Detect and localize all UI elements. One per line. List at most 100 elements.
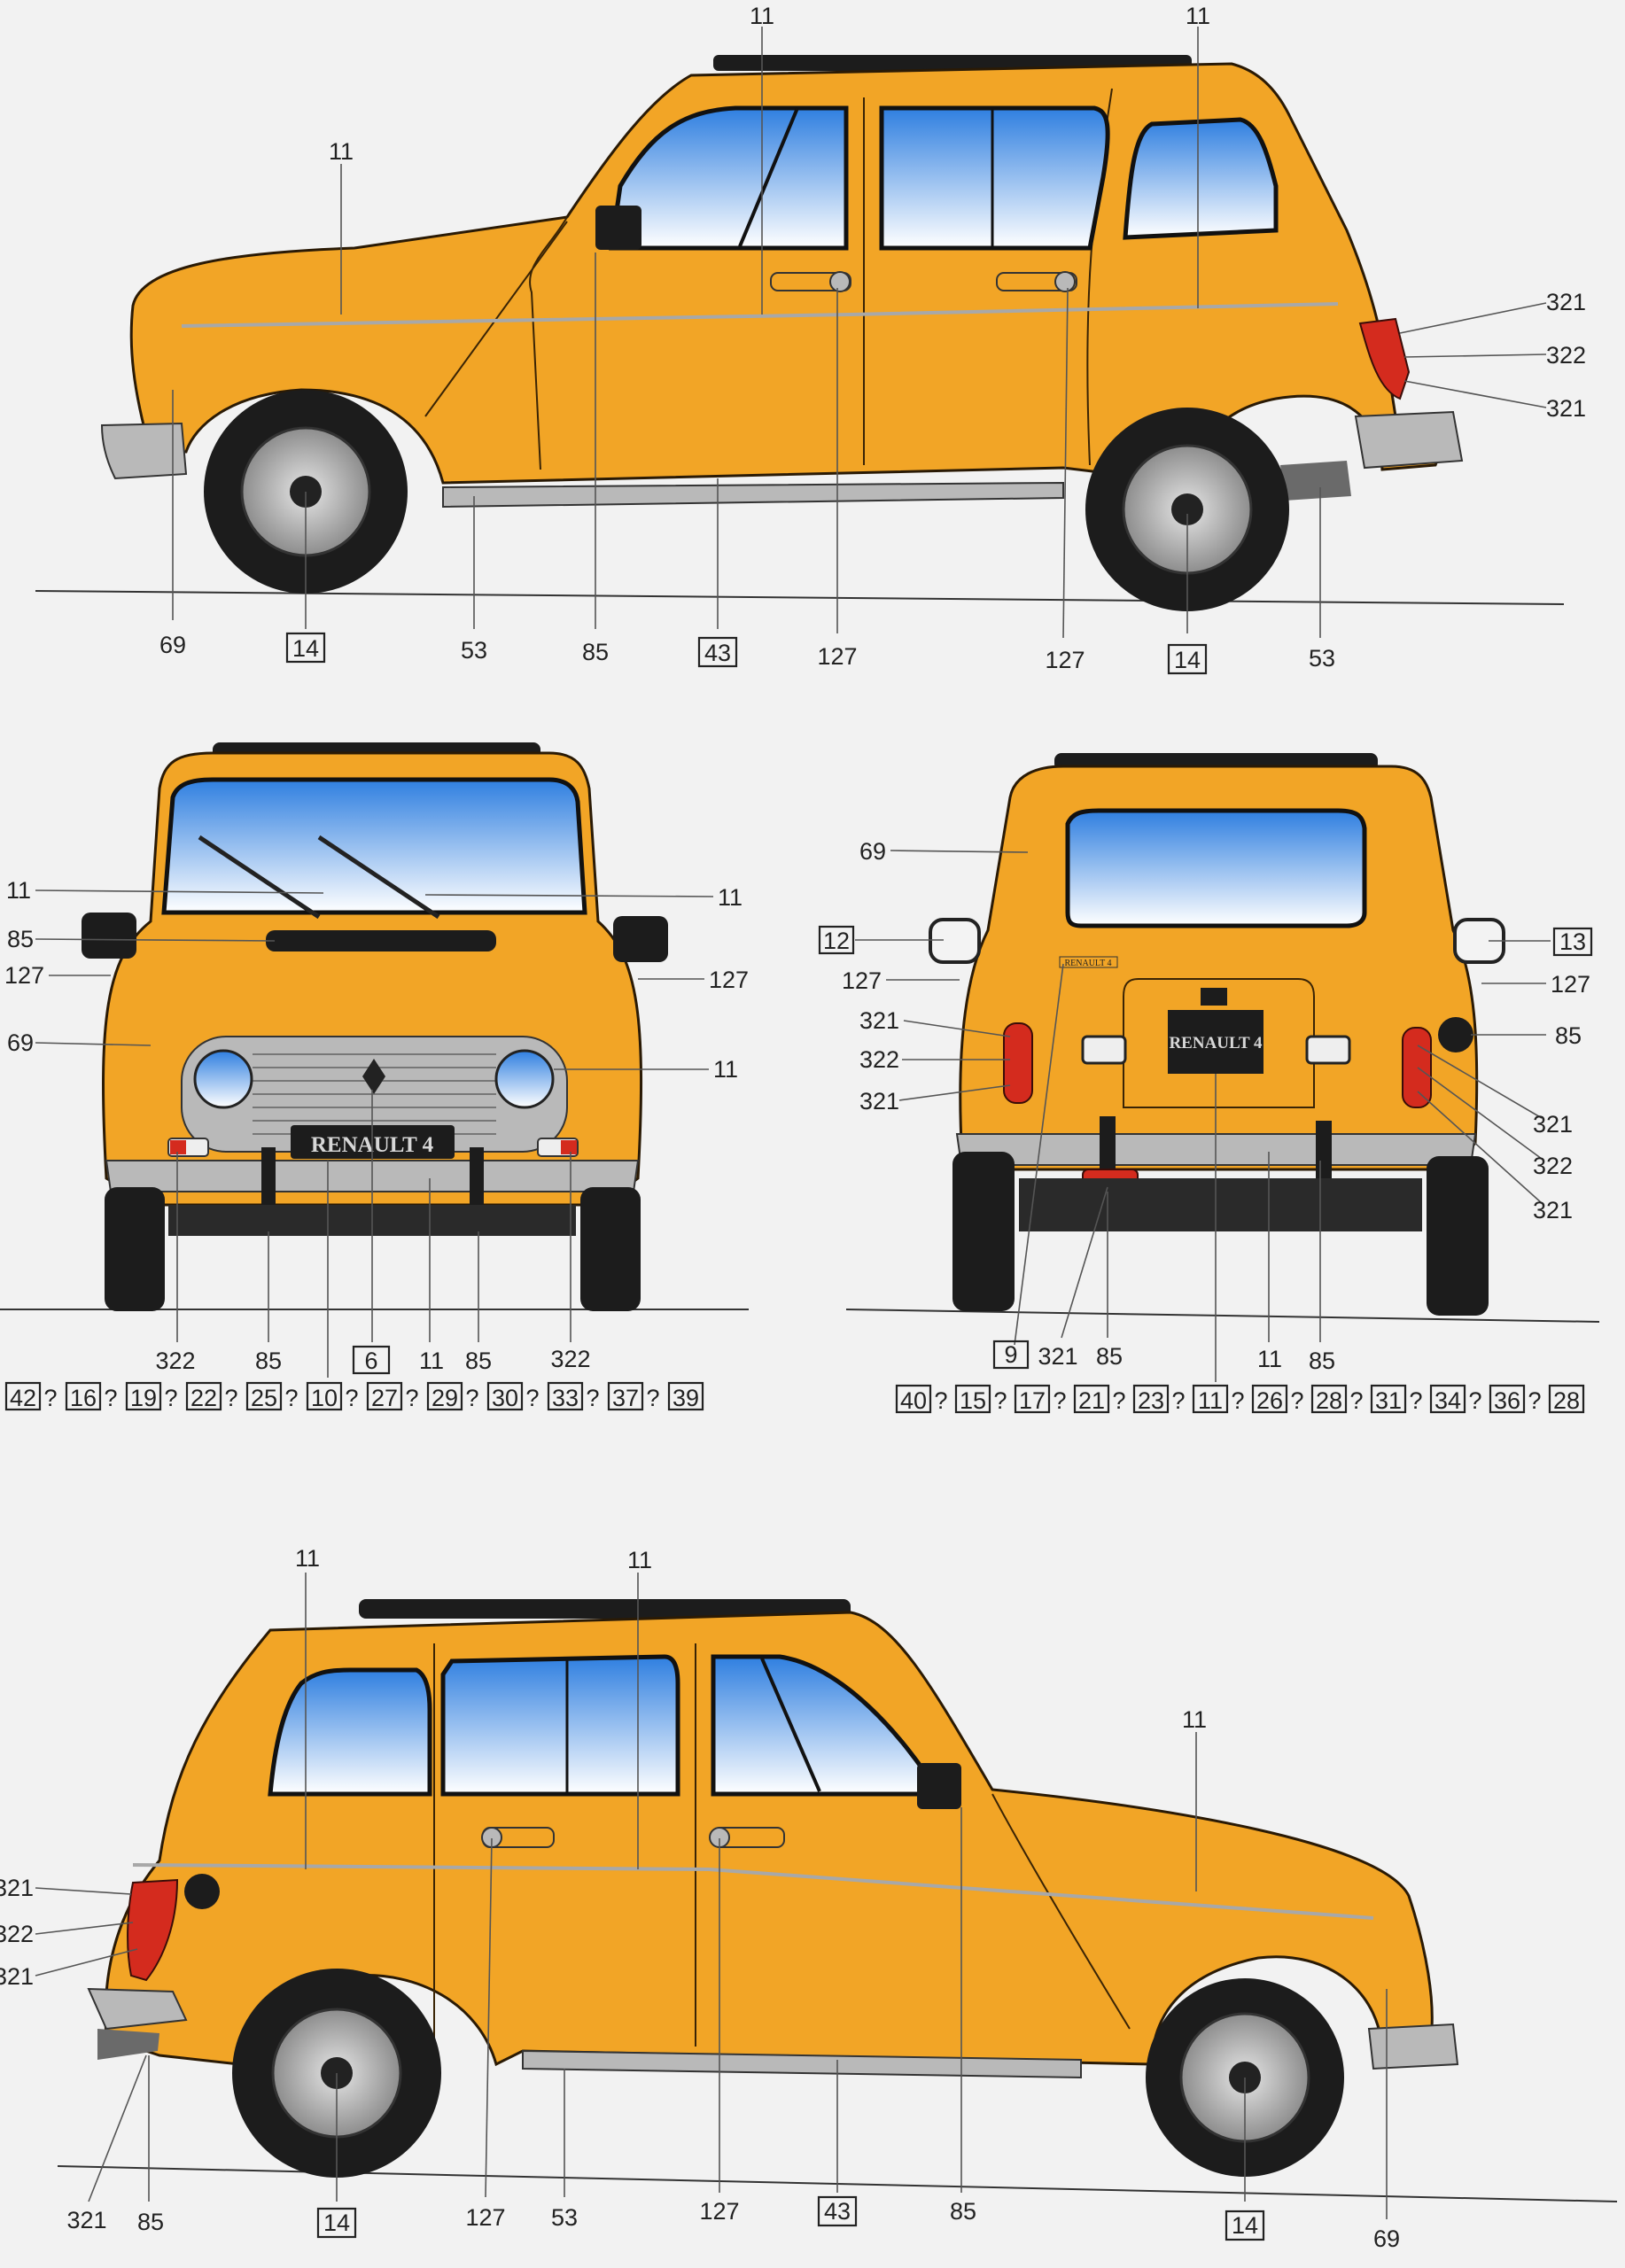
number-box [1548,1384,1585,1414]
callout-85: 85 [950,2198,976,2225]
callout-85: 85 [7,926,34,952]
separator-mark: ? [345,1385,358,1411]
callout-127: 127 [817,643,857,670]
number-box [1073,1384,1110,1414]
callout-322: 322 [1546,342,1586,369]
rear-plate [1168,1010,1263,1074]
separator-mark: ? [1290,1387,1303,1414]
callout-321: 321 [1533,1197,1573,1223]
separator-mark: ? [586,1385,599,1411]
number-box [245,1381,283,1411]
side-bottom-leaders [35,1573,1388,2219]
callout-127: 127 [1045,647,1085,673]
number-box [185,1381,222,1411]
number-label: 19 [130,1385,157,1411]
box-14 [316,2207,357,2239]
number-box [1489,1384,1526,1414]
callout-322: 322 [1533,1153,1573,1179]
callout-14: 14 [1174,647,1201,673]
callout-321: 321 [1546,289,1586,315]
callout-321: 321 [0,1963,34,1990]
front-view: RENAULT 4 [0,742,749,1311]
separator-mark: ? [1171,1387,1185,1414]
callout-11: 11 [419,1348,444,1374]
side-bottom-labels: 11 11 11 321 322 321 321 85 14 127 53 12… [0,1545,1400,2252]
callout-11: 11 [750,3,774,29]
separator-mark: ? [224,1385,237,1411]
number-label: 31 [1375,1387,1402,1414]
number-box [547,1381,584,1411]
callout-127: 127 [4,962,44,989]
number-box [895,1384,932,1414]
callout-85: 85 [255,1348,282,1374]
callout-14: 14 [292,635,319,662]
number-label: 29 [432,1385,458,1411]
callout-85: 85 [465,1348,492,1374]
separator-mark: ? [1112,1387,1125,1414]
callout-11: 11 [718,884,743,911]
side-top-labels: 11 11 11 321 322 321 69 14 53 85 43 127 … [159,3,1586,675]
rear-labels: 69 12 13 127 127 321 322 321 85 321 322 … [818,838,1593,1374]
callout-85: 85 [137,2209,164,2235]
separator-mark: ? [284,1385,298,1411]
box-14 [1167,643,1208,675]
box-14 [1225,2210,1265,2241]
callout-6: 6 [364,1348,377,1374]
number-label: 28 [1553,1387,1580,1414]
callout-127: 127 [709,967,749,993]
callout-14: 14 [1232,2212,1258,2239]
number-box [607,1381,644,1411]
callout-11: 11 [1186,3,1210,29]
box-43 [697,636,738,668]
callout-11: 11 [1257,1346,1282,1372]
callout-53: 53 [1309,645,1335,672]
callout-321: 321 [1038,1343,1077,1370]
callout-321: 321 [1546,395,1586,422]
number-label: 30 [492,1385,518,1411]
callout-11: 11 [627,1547,652,1573]
separator-mark: ? [993,1387,1007,1414]
callout-127: 127 [842,967,882,994]
callout-322: 322 [550,1346,590,1372]
callout-43: 43 [824,2198,851,2225]
decal-number-row-rear: 40?15?17?21?23?11?26?28?31?34?36?28 [895,1384,1585,1414]
number-label: 23 [1138,1387,1164,1414]
rear-leaders [855,850,1551,1382]
callout-321: 321 [859,1007,899,1034]
number-label: 27 [371,1385,398,1411]
callout-321: 321 [859,1088,899,1115]
separator-mark: ? [1053,1387,1066,1414]
box-12 [818,925,855,955]
box-9 [992,1340,1030,1370]
number-label: 15 [960,1387,986,1414]
number-label: 37 [612,1385,639,1411]
callout-69: 69 [1373,2225,1400,2252]
separator-mark: ? [1528,1387,1541,1414]
number-box [1192,1384,1229,1414]
number-label: 42 [10,1385,36,1411]
number-box [1132,1384,1170,1414]
callout-321: 321 [1533,1111,1573,1138]
number-box [667,1381,704,1411]
separator-mark: ? [646,1385,659,1411]
callout-69: 69 [159,632,186,658]
separator-mark: ? [1468,1387,1481,1414]
number-box [954,1384,991,1414]
number-box [366,1381,403,1411]
number-label: 34 [1435,1387,1461,1414]
wheel-rear-top [1085,408,1289,611]
number-label: 11 [1198,1387,1223,1414]
callout-69: 69 [7,1029,34,1056]
rear-plate-text: RENAULT 4 [1169,1034,1263,1052]
callout-9: 9 [1004,1341,1017,1368]
number-box [1014,1384,1051,1414]
separator-mark: ? [1349,1387,1363,1414]
number-label: 22 [190,1385,217,1411]
separator-mark: ? [1409,1387,1422,1414]
number-label: 36 [1494,1387,1520,1414]
number-box [4,1381,42,1411]
callout-11: 11 [329,138,354,165]
callout-11: 11 [1182,1706,1207,1733]
callout-85: 85 [1555,1022,1582,1049]
